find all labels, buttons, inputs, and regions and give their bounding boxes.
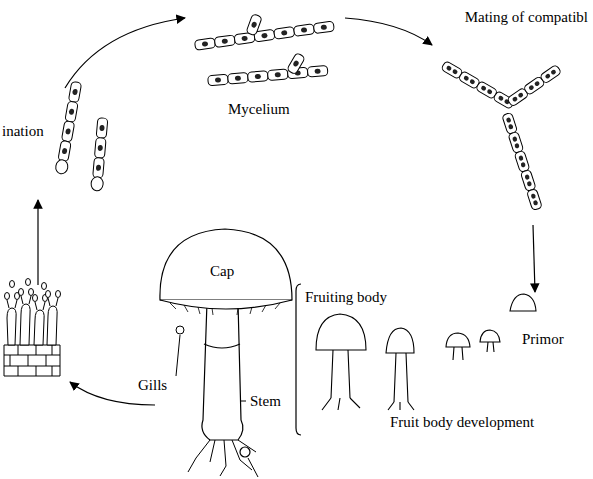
part-label: Mating of compatibl [465, 8, 588, 26]
part-label: Mycelium [228, 100, 290, 118]
leader-lines [176, 335, 258, 477]
part-label: Fruiting body [305, 288, 387, 306]
fruiting-body-bracket [296, 284, 301, 435]
cycle-arrows [38, 18, 535, 405]
part-label: Primor [522, 330, 564, 348]
gill-basidia [4, 279, 61, 377]
germinating-spores [55, 81, 109, 191]
part-label: Fruit body development [390, 413, 534, 431]
part-label: Stem [250, 392, 281, 410]
part-label: Gills [138, 376, 167, 394]
primordia-and-young-fruit-bodies [316, 294, 536, 410]
mature-mushroom [160, 229, 292, 476]
part-label: ination [2, 122, 44, 140]
part-label: Cap [210, 262, 234, 280]
mating-hyphae [441, 61, 562, 211]
mycelium-hyphae [194, 14, 334, 86]
